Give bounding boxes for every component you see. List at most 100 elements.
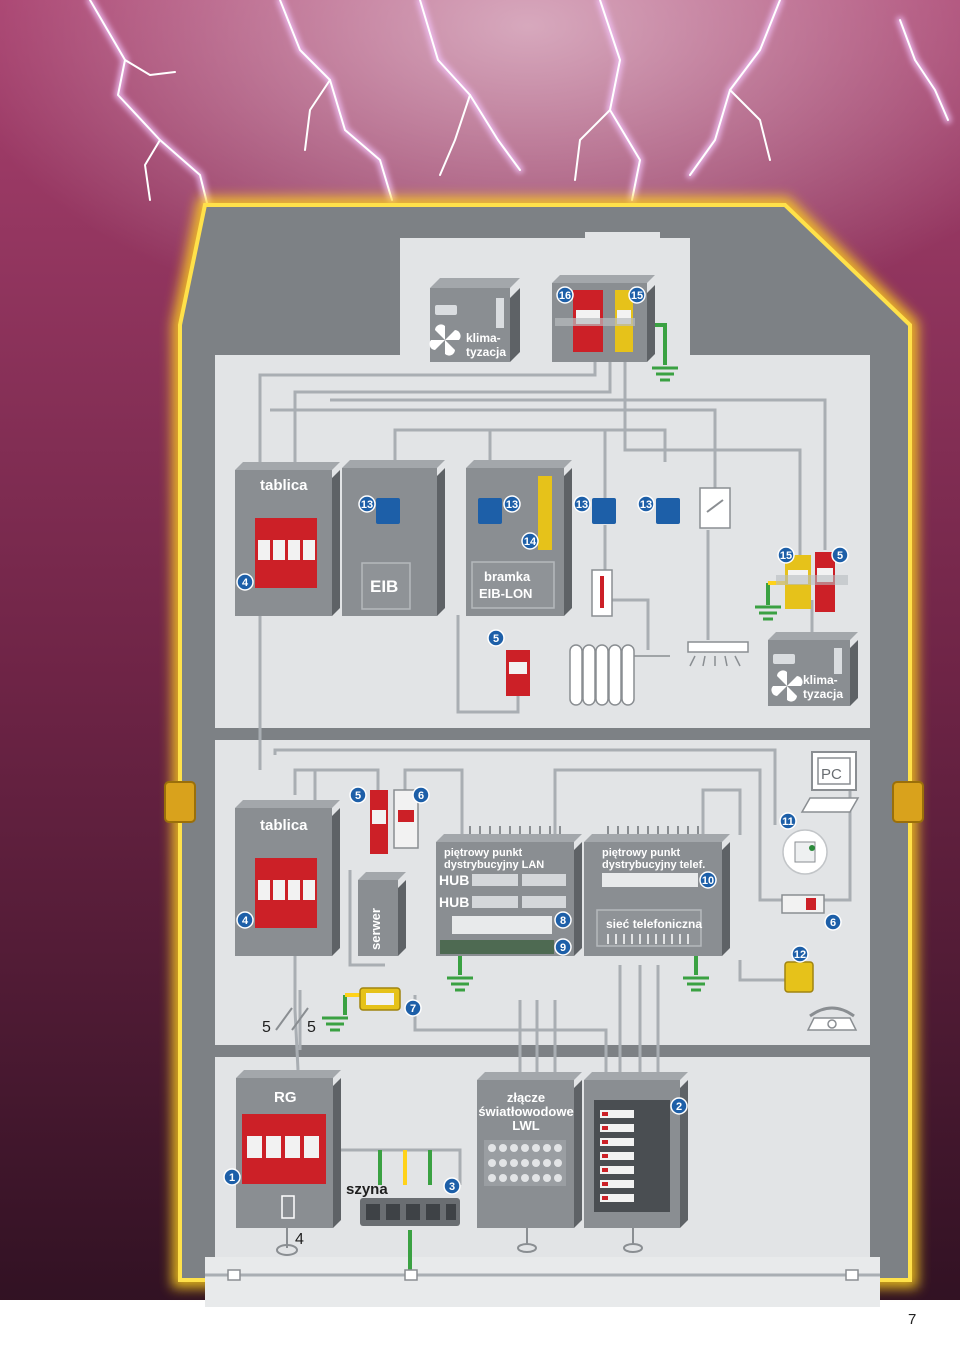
- svg-text:14: 14: [524, 536, 537, 548]
- line-slash-b: [291, 1007, 309, 1031]
- five-b-label: 5: [307, 1019, 316, 1036]
- badge-13c: 13: [573, 495, 591, 513]
- network-socket: [782, 829, 828, 875]
- svg-text:4: 4: [242, 915, 249, 927]
- badge-3: 3: [443, 1177, 461, 1195]
- ceiling-lamp: [687, 641, 749, 667]
- earth-wiring: [343, 323, 785, 1275]
- badge-7: 7: [404, 999, 422, 1017]
- server-label: serwer: [368, 908, 383, 950]
- page-bottom: [0, 1300, 960, 1358]
- badge-5-f2-lower: 5: [487, 629, 505, 647]
- szyna-label: szyna: [346, 1181, 388, 1198]
- svg-text:13: 13: [640, 499, 652, 511]
- svg-text:10: 10: [702, 875, 714, 887]
- f2-ac-label-2: tyzacja: [803, 687, 843, 701]
- badge-5-f1: 5: [349, 786, 367, 804]
- f2-spd-5-lower: [506, 650, 530, 696]
- svg-text:5: 5: [837, 550, 843, 562]
- thermostat: [591, 569, 613, 617]
- four-label: 4: [295, 1231, 304, 1248]
- tel-main-frame: [584, 1072, 688, 1228]
- top-ac-label-2: tyzacja: [466, 345, 506, 359]
- badge-15-f2: 15: [777, 546, 795, 564]
- badge-16: 16: [556, 286, 574, 304]
- rg-earth-rod: [276, 1228, 298, 1256]
- tel-label-2: dystrybucyjny telef.: [602, 859, 705, 871]
- badge-5-f2-right: 5: [831, 546, 849, 564]
- lan-distribution-box: [436, 826, 582, 956]
- lan-label-2: dystrybucyjny LAN: [444, 859, 544, 871]
- fan-icon: [771, 670, 803, 702]
- rg-cabinet: [236, 1070, 341, 1228]
- data-spd-6: [781, 894, 825, 914]
- lwl-label-1: złącze: [507, 1090, 545, 1105]
- five-a-label: 5: [262, 1019, 271, 1036]
- gateway-label-2: EIB-LON: [479, 586, 532, 601]
- lan-label-1: piętrowy punkt: [444, 847, 523, 859]
- mdf-earth-rod: [623, 1228, 643, 1253]
- equipotential-spd-7: [359, 987, 401, 1011]
- base-strip: [205, 1257, 880, 1307]
- badge-11: 11: [779, 812, 797, 830]
- lwl-earth-rod: [517, 1228, 537, 1253]
- svg-text:8: 8: [560, 915, 566, 927]
- badge-1: 1: [223, 1168, 241, 1186]
- fan-icon: [429, 324, 461, 356]
- earth-symbols: [322, 366, 781, 1032]
- f1-tablica-cabinet: [235, 800, 340, 956]
- svg-text:6: 6: [418, 790, 424, 802]
- badge-15-top: 15: [628, 286, 646, 304]
- rg-label: RG: [274, 1089, 297, 1106]
- line-slash-a: [275, 1007, 293, 1031]
- gateway-label-1: bramka: [484, 569, 531, 584]
- badge-13a: 13: [358, 495, 376, 513]
- svg-text:5: 5: [493, 633, 499, 645]
- pc-label: PC: [821, 766, 842, 783]
- base-connectors: [227, 1269, 859, 1281]
- badge-8: 8: [554, 911, 572, 929]
- tel-distribution-box: [584, 826, 730, 956]
- wall-switch: [699, 487, 731, 529]
- badge-12: 12: [791, 945, 809, 963]
- tel-label-1: piętrowy punkt: [602, 847, 681, 859]
- pc-workstation: [800, 751, 860, 813]
- page-number: 7: [908, 1311, 916, 1328]
- svg-text:2: 2: [676, 1101, 682, 1113]
- svg-text:12: 12: [794, 949, 806, 961]
- f2-spd-modules: [376, 498, 680, 524]
- wiring: [205, 360, 880, 1277]
- f1-spd-5: [370, 790, 388, 854]
- badge-13b: 13: [503, 495, 521, 513]
- badge-10: 10: [699, 871, 717, 889]
- svg-text:13: 13: [576, 499, 588, 511]
- svg-text:3: 3: [449, 1181, 455, 1193]
- f2-gateway-cabinet: [466, 460, 572, 616]
- badges: 16 15 4 13 13 14 13 13 15 5 5 4 5 6 8 9 …: [223, 286, 849, 1195]
- svg-text:16: 16: [559, 290, 571, 302]
- svg-text:9: 9: [560, 942, 566, 954]
- badge-6-f1: 6: [412, 786, 430, 804]
- badge-2: 2: [670, 1097, 688, 1115]
- lwl-label-3: LWL: [512, 1118, 539, 1133]
- svg-text:7: 7: [410, 1003, 416, 1015]
- svg-text:11: 11: [782, 816, 794, 828]
- f2-tablica-label: tablica: [260, 477, 308, 494]
- top-ac-label-1: klima-: [466, 331, 501, 345]
- telephone: [806, 1006, 858, 1031]
- hub-label-1: HUB: [439, 872, 469, 888]
- badge-14: 14: [521, 532, 539, 550]
- tel-net-label: sieć telefoniczna: [606, 917, 702, 931]
- svg-text:1: 1: [229, 1172, 235, 1184]
- lwl-label-2: światłowodowe: [478, 1104, 573, 1119]
- svg-text:4: 4: [242, 577, 249, 589]
- f2-ac-unit: klima- tyzacja: [768, 632, 858, 706]
- tel-spd-12: [784, 961, 814, 993]
- f2-spd-15-5: [776, 552, 848, 612]
- badge-6-f1-right: 6: [824, 913, 842, 931]
- f2-tablica-cabinet: [235, 462, 340, 616]
- busbar: [360, 1198, 460, 1226]
- badge-4-f1: 4: [236, 911, 254, 929]
- left-bond-connector: [164, 781, 196, 823]
